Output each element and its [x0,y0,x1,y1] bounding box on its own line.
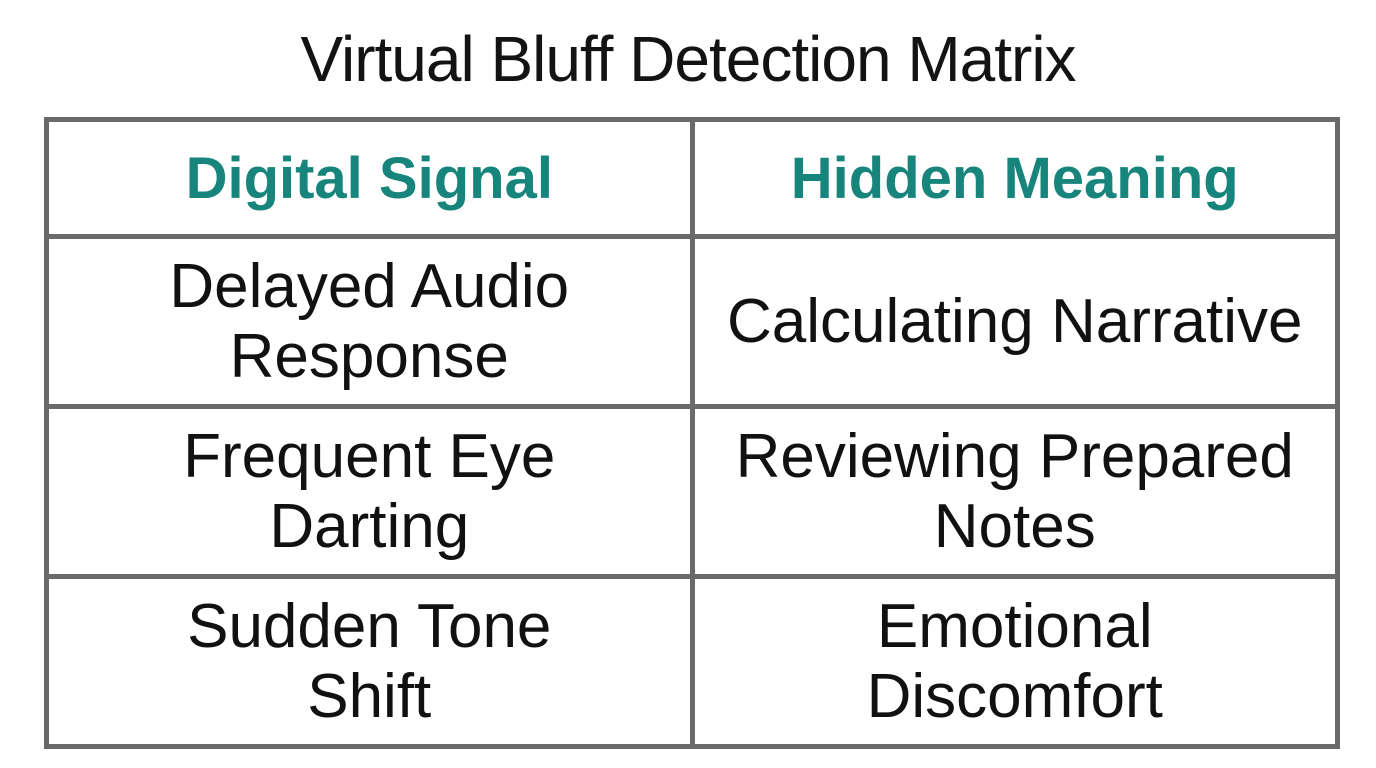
table-row: Delayed Audio Response Calculating Narra… [44,234,1340,409]
table-row: Sudden Tone Shift Emotional Discomfort [44,574,1340,749]
page-title: Virtual Bluff Detection Matrix [300,23,1076,95]
cell-digital-signal: Frequent Eye Darting [44,404,695,579]
cell-digital-signal: Sudden Tone Shift [44,574,695,749]
column-header-digital-signal: Digital Signal [44,117,695,239]
cell-hidden-meaning: Reviewing Prepared Notes [689,404,1340,579]
cell-hidden-meaning: Calculating Narrative [689,234,1340,409]
table-header: Digital Signal Hidden Meaning [44,117,1340,239]
cell-digital-signal: Delayed Audio Response [44,234,695,409]
column-header-hidden-meaning: Hidden Meaning [689,117,1340,239]
bluff-detection-matrix-table: Digital Signal Hidden Meaning Delayed Au… [44,117,1340,749]
header-row: Digital Signal Hidden Meaning [44,117,1340,239]
table-body: Delayed Audio Response Calculating Narra… [44,234,1340,749]
cell-hidden-meaning: Emotional Discomfort [689,574,1340,749]
table-row: Frequent Eye Darting Reviewing Prepared … [44,404,1340,579]
